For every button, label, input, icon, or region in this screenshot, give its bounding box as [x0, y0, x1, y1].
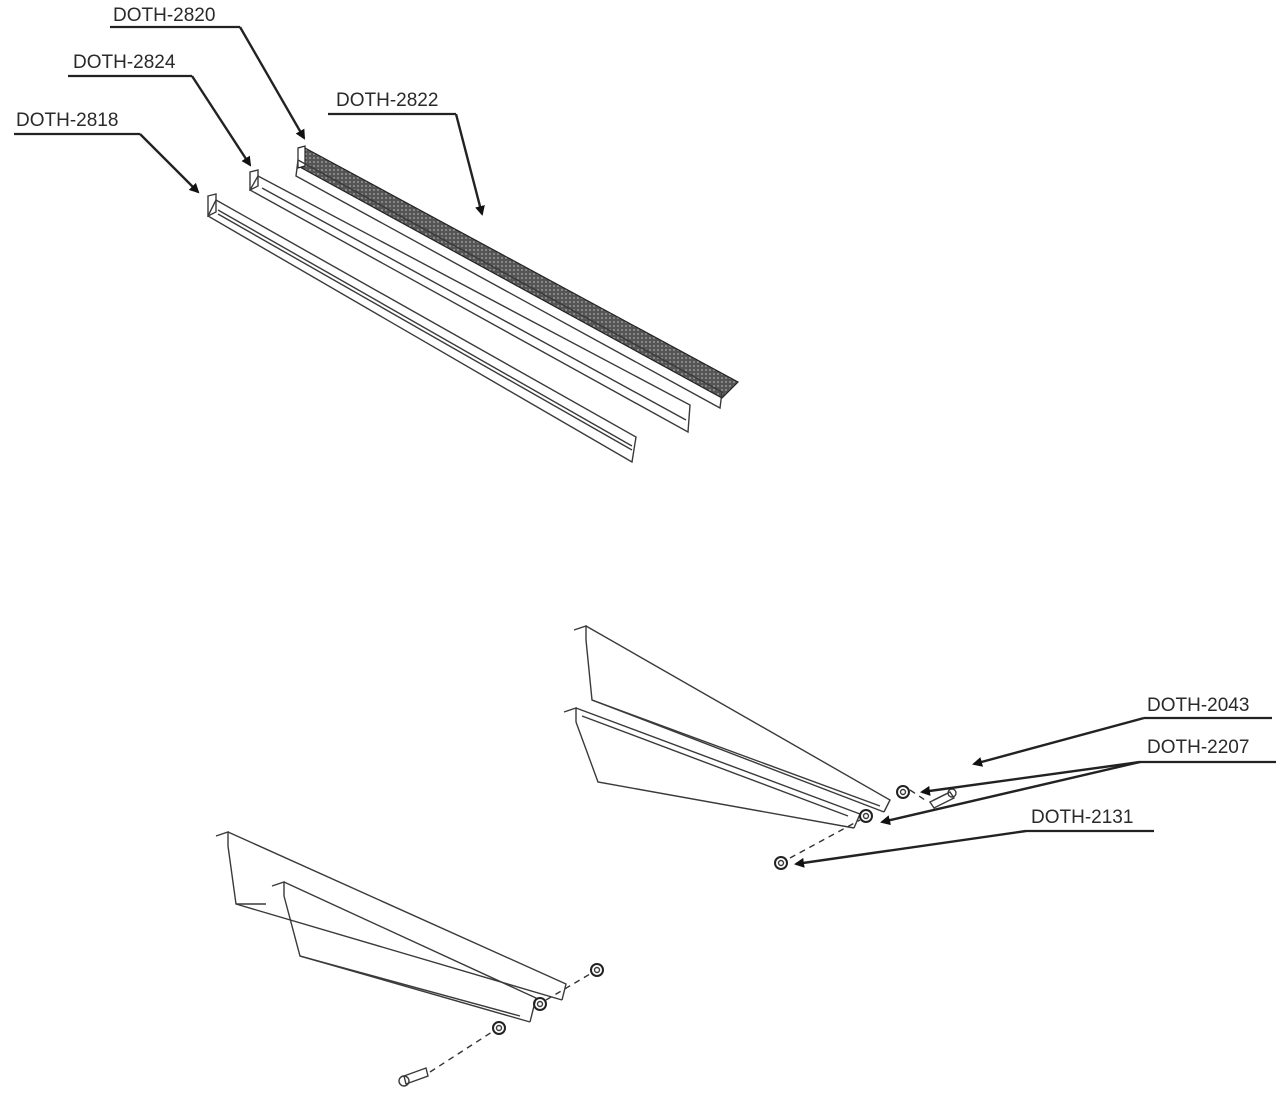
rail-profile-2818 [207, 193, 637, 464]
bracket-arm-lower-left [271, 881, 537, 1023]
bracket-arm-upper-right [573, 625, 891, 813]
rail-profile-2824 [249, 169, 691, 434]
label-doth-2043: DOTH-2043 [1147, 695, 1249, 716]
leader-doth-2207-a [920, 760, 1141, 796]
label-doth-2824: DOTH-2824 [73, 52, 176, 73]
brush-seal-strip [297, 145, 739, 399]
bolt-left [398, 1067, 429, 1087]
leader-doth-2824 [190, 75, 252, 167]
label-doth-2820: DOTH-2820 [113, 5, 215, 26]
leader-doth-2820 [238, 26, 306, 140]
bracket-arm-upper-left [215, 831, 567, 1001]
rail-profile-2820 [295, 158, 723, 410]
washer-left-1 [533, 997, 547, 1011]
leader-doth-2818 [139, 133, 200, 194]
label-doth-2207: DOTH-2207 [1147, 737, 1249, 758]
washer-lower-right [859, 809, 873, 823]
nut-left [590, 963, 604, 977]
nut-right [774, 856, 788, 870]
leader-doth-2207-b [880, 760, 1141, 826]
bracket-arm-lower-right [563, 707, 861, 829]
washer-upper-right [896, 785, 910, 799]
label-doth-2822: DOTH-2822 [336, 90, 438, 111]
leader-doth-2043 [972, 716, 1145, 767]
leader-doth-2131 [794, 829, 1027, 868]
leader-doth-2822 [454, 113, 485, 216]
washer-left-2 [492, 1021, 506, 1035]
label-doth-2131: DOTH-2131 [1031, 807, 1133, 828]
label-doth-2818: DOTH-2818 [16, 110, 118, 131]
